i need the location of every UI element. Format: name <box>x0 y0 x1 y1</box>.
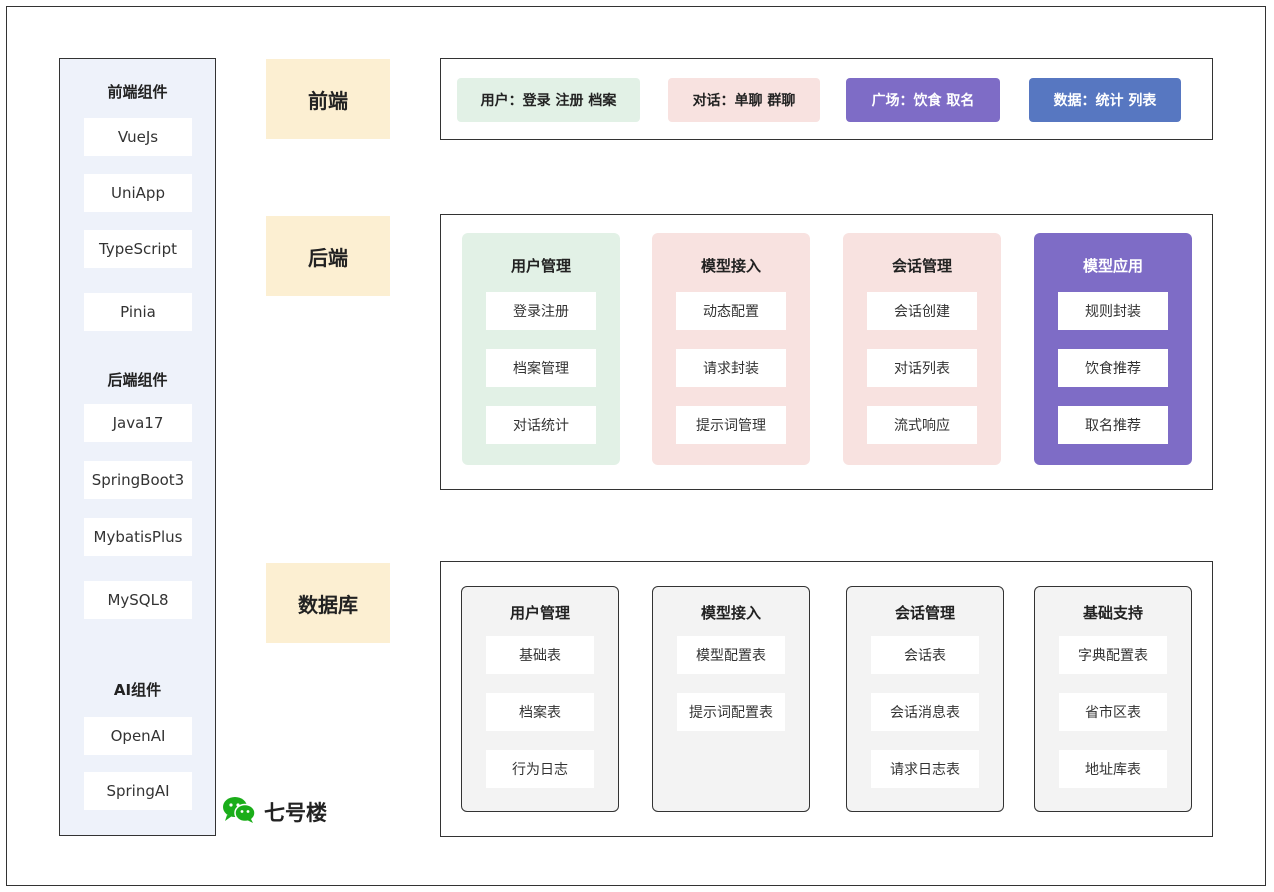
module-item: 字典配置表 <box>1059 636 1167 674</box>
module-item: 对话列表 <box>867 349 977 387</box>
module-item: 行为日志 <box>486 750 594 788</box>
stack-item-uniapp: UniApp <box>84 174 192 212</box>
layer-label-frontend: 前端 <box>266 59 390 139</box>
watermark: 七号楼 <box>222 796 327 828</box>
db-module-base-support: 基础支持 字典配置表 省市区表 地址库表 <box>1034 586 1192 812</box>
module-item: 提示词配置表 <box>677 693 785 731</box>
module-item: 请求封装 <box>676 349 786 387</box>
stack-item-springai: SpringAI <box>84 772 192 810</box>
module-title: 模型应用 <box>1082 257 1143 275</box>
stack-item-mysql8: MySQL8 <box>84 581 192 619</box>
module-title: 会话管理 <box>894 604 955 622</box>
backend-components-heading: 后端组件 <box>107 371 168 389</box>
module-item: 地址库表 <box>1059 750 1167 788</box>
layer-label-database: 数据库 <box>266 563 390 643</box>
module-item: 对话统计 <box>486 406 596 444</box>
stack-item-openai: OpenAI <box>84 717 192 755</box>
module-item: 饮食推荐 <box>1058 349 1168 387</box>
module-item: 档案管理 <box>486 349 596 387</box>
stack-item-vuejs: VueJs <box>84 118 192 156</box>
module-item: 提示词管理 <box>676 406 786 444</box>
pill-data: 数据：统计 列表 <box>1029 78 1181 122</box>
stack-item-mybatisplus: MybatisPlus <box>84 518 192 556</box>
module-item: 登录注册 <box>486 292 596 330</box>
database-panel: 用户管理 基础表 档案表 行为日志 模型接入 模型配置表 提示词配置表 会话管理… <box>440 561 1213 837</box>
module-title: 用户管理 <box>509 604 570 622</box>
frontend-components-heading: 前端组件 <box>107 83 168 101</box>
module-item: 基础表 <box>486 636 594 674</box>
module-title: 模型接入 <box>700 604 761 622</box>
module-item: 动态配置 <box>676 292 786 330</box>
backend-module-user: 用户管理 登录注册 档案管理 对话统计 <box>462 233 620 465</box>
backend-panel: 用户管理 登录注册 档案管理 对话统计 模型接入 动态配置 请求封装 提示词管理… <box>440 214 1213 490</box>
layer-label-backend: 后端 <box>266 216 390 296</box>
ai-components-heading: AI组件 <box>113 681 162 699</box>
module-title: 模型接入 <box>700 257 761 275</box>
stack-item-pinia: Pinia <box>84 293 192 331</box>
pill-chat: 对话：单聊 群聊 <box>668 78 820 122</box>
stack-item-typescript: TypeScript <box>84 230 192 268</box>
module-item: 会话创建 <box>867 292 977 330</box>
pill-square: 广场：饮食 取名 <box>846 78 1000 122</box>
db-module-model-access: 模型接入 模型配置表 提示词配置表 <box>652 586 810 812</box>
stack-item-java17: Java17 <box>84 404 192 442</box>
module-title: 用户管理 <box>510 257 571 275</box>
backend-module-model-app: 模型应用 规则封装 饮食推荐 取名推荐 <box>1034 233 1192 465</box>
module-item: 请求日志表 <box>871 750 979 788</box>
module-item: 规则封装 <box>1058 292 1168 330</box>
module-title: 基础支持 <box>1082 604 1143 622</box>
module-title: 会话管理 <box>891 257 952 275</box>
module-item: 模型配置表 <box>677 636 785 674</box>
module-item: 取名推荐 <box>1058 406 1168 444</box>
pill-user: 用户：登录 注册 档案 <box>457 78 640 122</box>
tech-stack-column: 前端组件 VueJs UniApp TypeScript Pinia 后端组件 … <box>59 58 216 836</box>
module-item: 会话消息表 <box>871 693 979 731</box>
module-item: 会话表 <box>871 636 979 674</box>
stack-item-springboot3: SpringBoot3 <box>84 461 192 499</box>
diagram-frame <box>6 6 1266 886</box>
backend-module-session: 会话管理 会话创建 对话列表 流式响应 <box>843 233 1001 465</box>
db-module-user: 用户管理 基础表 档案表 行为日志 <box>461 586 619 812</box>
module-item: 流式响应 <box>867 406 977 444</box>
module-item: 省市区表 <box>1059 693 1167 731</box>
wechat-icon <box>222 796 256 828</box>
module-item: 档案表 <box>486 693 594 731</box>
watermark-text: 七号楼 <box>264 801 327 825</box>
db-module-session: 会话管理 会话表 会话消息表 请求日志表 <box>846 586 1004 812</box>
frontend-panel: 用户：登录 注册 档案 对话：单聊 群聊 广场：饮食 取名 数据：统计 列表 <box>440 58 1213 140</box>
backend-module-model-access: 模型接入 动态配置 请求封装 提示词管理 <box>652 233 810 465</box>
